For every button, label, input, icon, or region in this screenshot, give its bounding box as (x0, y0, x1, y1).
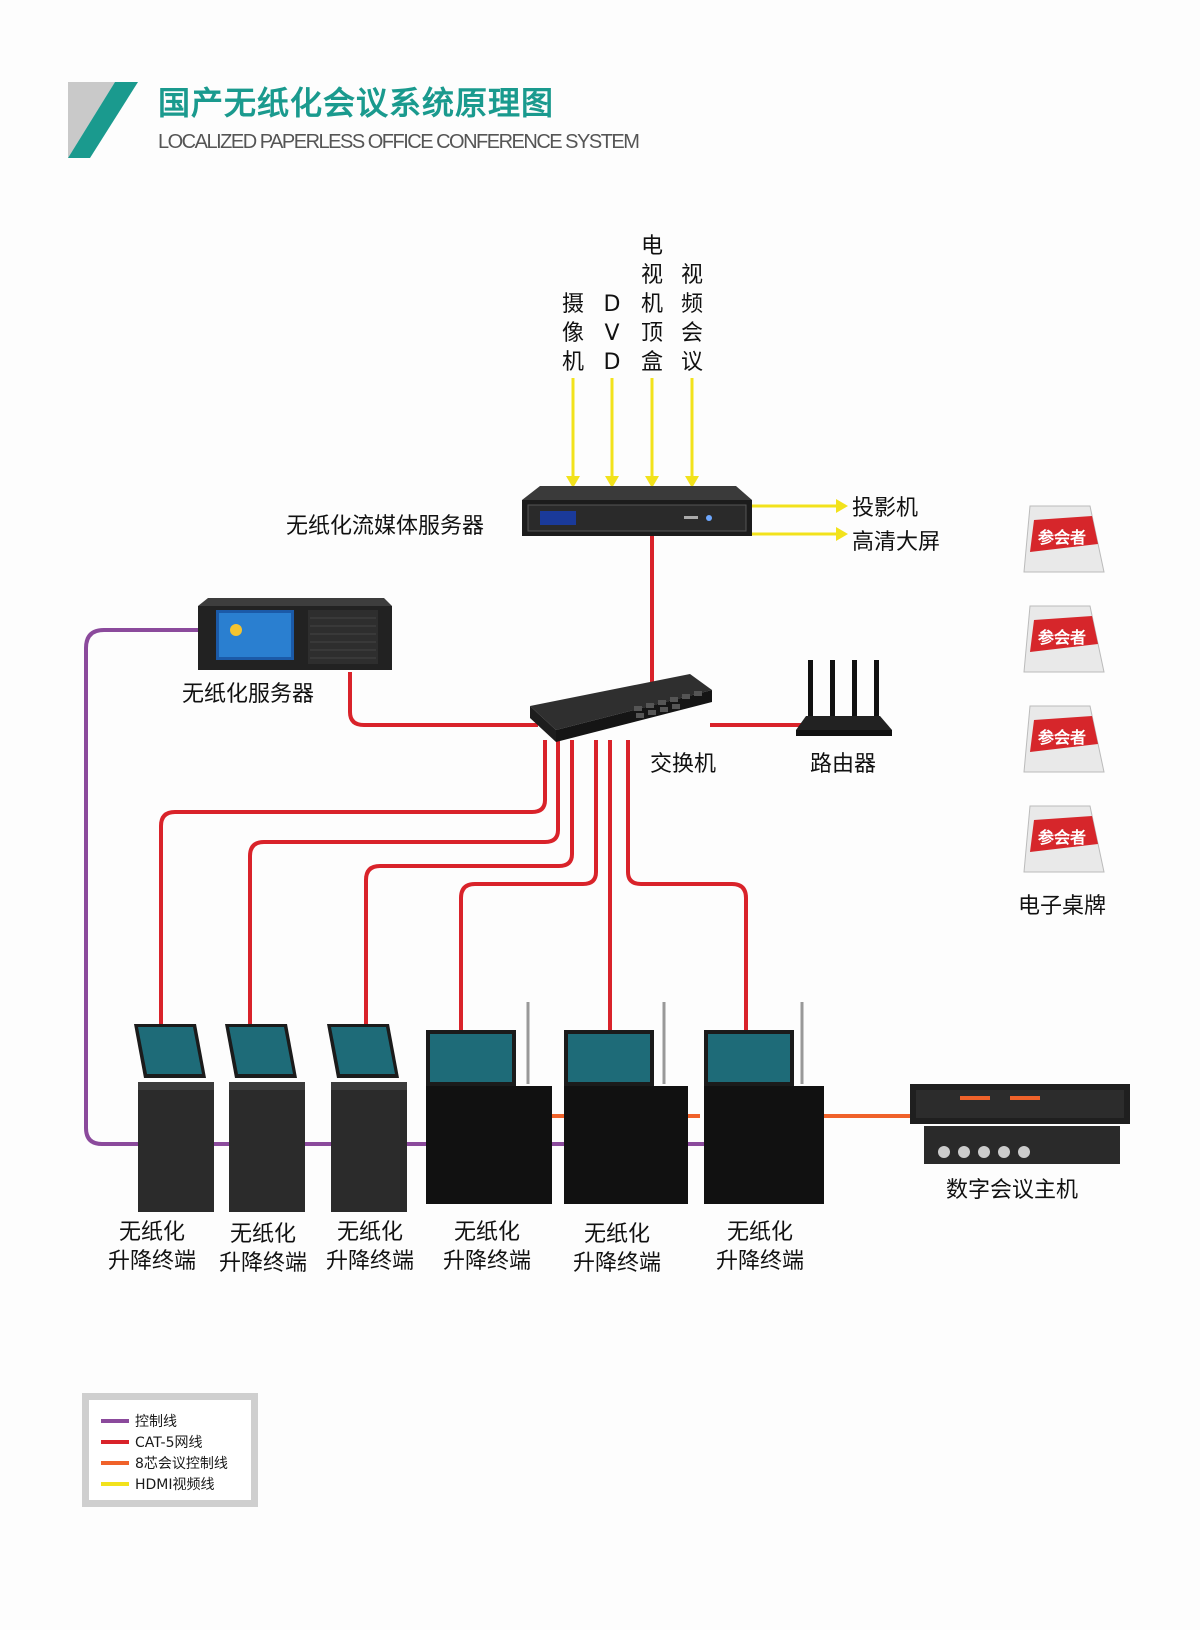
electronic-nameplates: 参会者 参会者 参会者 参会者 (1023, 505, 1105, 873)
legend-item-cat5: CAT-5网线 (101, 1431, 251, 1452)
terminal-4 (426, 1002, 552, 1204)
hdmi-arrowheads (566, 476, 848, 541)
terminal-label-line2: 升降终端 (442, 1249, 531, 1274)
terminal-3-label: 无纸化 升降终端 (315, 1218, 425, 1276)
legend-label: CAT-5网线 (135, 1434, 203, 1451)
conference-host-label: 数字会议主机 (946, 1178, 1079, 1203)
legend-item-control: 控制线 (101, 1410, 251, 1431)
terminal-1 (134, 1024, 214, 1212)
legend-item-hdmi: HDMI视频线 (101, 1473, 251, 1494)
legend: 控制线 CAT-5网线 8芯会议控制线 HDMI视频线 (82, 1393, 258, 1507)
terminal-6 (704, 1002, 824, 1204)
hdmi-cables (571, 378, 838, 536)
legend-swatch (101, 1481, 129, 1486)
terminal-5-label: 无纸化 升降终端 (562, 1220, 672, 1278)
terminal-label-line1: 无纸化 (336, 1220, 403, 1245)
projector-label: 投影机 (852, 496, 919, 521)
terminal-label-line2: 升降终端 (325, 1249, 414, 1274)
source-label-video-conference: 视频会议 (680, 263, 703, 375)
legend-label: 控制线 (135, 1413, 177, 1430)
terminal-label-line2: 升降终端 (107, 1249, 196, 1274)
cat5-cables (159, 535, 810, 1030)
legend-label: 8芯会议控制线 (135, 1455, 228, 1472)
terminal-label-line1: 无纸化 (726, 1220, 793, 1245)
terminal-1-label: 无纸化 升降终端 (97, 1218, 207, 1276)
nameplate-3: 参会者 (1023, 705, 1105, 773)
source-label-camera: 摄像机 (561, 292, 584, 375)
svg-text:参会者: 参会者 (1038, 528, 1086, 547)
page-subtitle: LOCALIZED PAPERLESS OFFICE CONFERENCE SY… (158, 131, 640, 153)
terminal-label-line1: 无纸化 (453, 1220, 520, 1245)
nameplate-1: 参会者 (1023, 505, 1105, 573)
terminal-label-line1: 无纸化 (118, 1220, 185, 1245)
header-logo (68, 82, 138, 158)
media-server (522, 486, 752, 536)
terminal-label-line1: 无纸化 (583, 1222, 650, 1247)
switch-label: 交换机 (650, 752, 717, 777)
router-label: 路由器 (810, 752, 877, 777)
terminal-label-line2: 升降终端 (218, 1251, 307, 1276)
svg-text:参会者: 参会者 (1038, 828, 1086, 847)
terminal-2 (225, 1024, 305, 1212)
paperless-server (198, 598, 392, 670)
legend-label: HDMI视频线 (135, 1476, 215, 1493)
legend-swatch (101, 1460, 129, 1465)
legend-item-8core: 8芯会议控制线 (101, 1452, 251, 1473)
terminal-2-label: 无纸化 升降终端 (208, 1220, 318, 1278)
terminal-5 (564, 1002, 688, 1204)
nameplates-label: 电子桌牌 (1018, 894, 1107, 919)
terminal-6-label: 无纸化 升降终端 (705, 1218, 815, 1276)
terminal-label-line2: 升降终端 (715, 1249, 804, 1274)
paperless-server-label: 无纸化服务器 (182, 682, 315, 707)
source-label-tv-box: 电视机顶盒 (640, 234, 663, 375)
legend-swatch (101, 1418, 129, 1423)
svg-text:参会者: 参会者 (1038, 728, 1086, 747)
page-title: 国产无纸化会议系统原理图 (158, 84, 555, 122)
conference-host (910, 1084, 1130, 1164)
legend-swatch (101, 1439, 129, 1444)
nameplate-2: 参会者 (1023, 605, 1105, 673)
svg-text:参会者: 参会者 (1038, 628, 1086, 647)
terminal-label-line2: 升降终端 (572, 1251, 661, 1276)
terminal-4-label: 无纸化 升降终端 (432, 1218, 542, 1276)
network-switch (530, 674, 712, 742)
nameplate-4: 参会者 (1023, 805, 1105, 873)
terminal-label-line1: 无纸化 (229, 1222, 296, 1247)
hd-screen-label: 高清大屏 (852, 530, 941, 555)
media-server-label: 无纸化流媒体服务器 (286, 514, 485, 539)
terminal-3 (327, 1024, 407, 1212)
source-label-dvd: DVD (603, 292, 621, 375)
router (796, 660, 892, 736)
